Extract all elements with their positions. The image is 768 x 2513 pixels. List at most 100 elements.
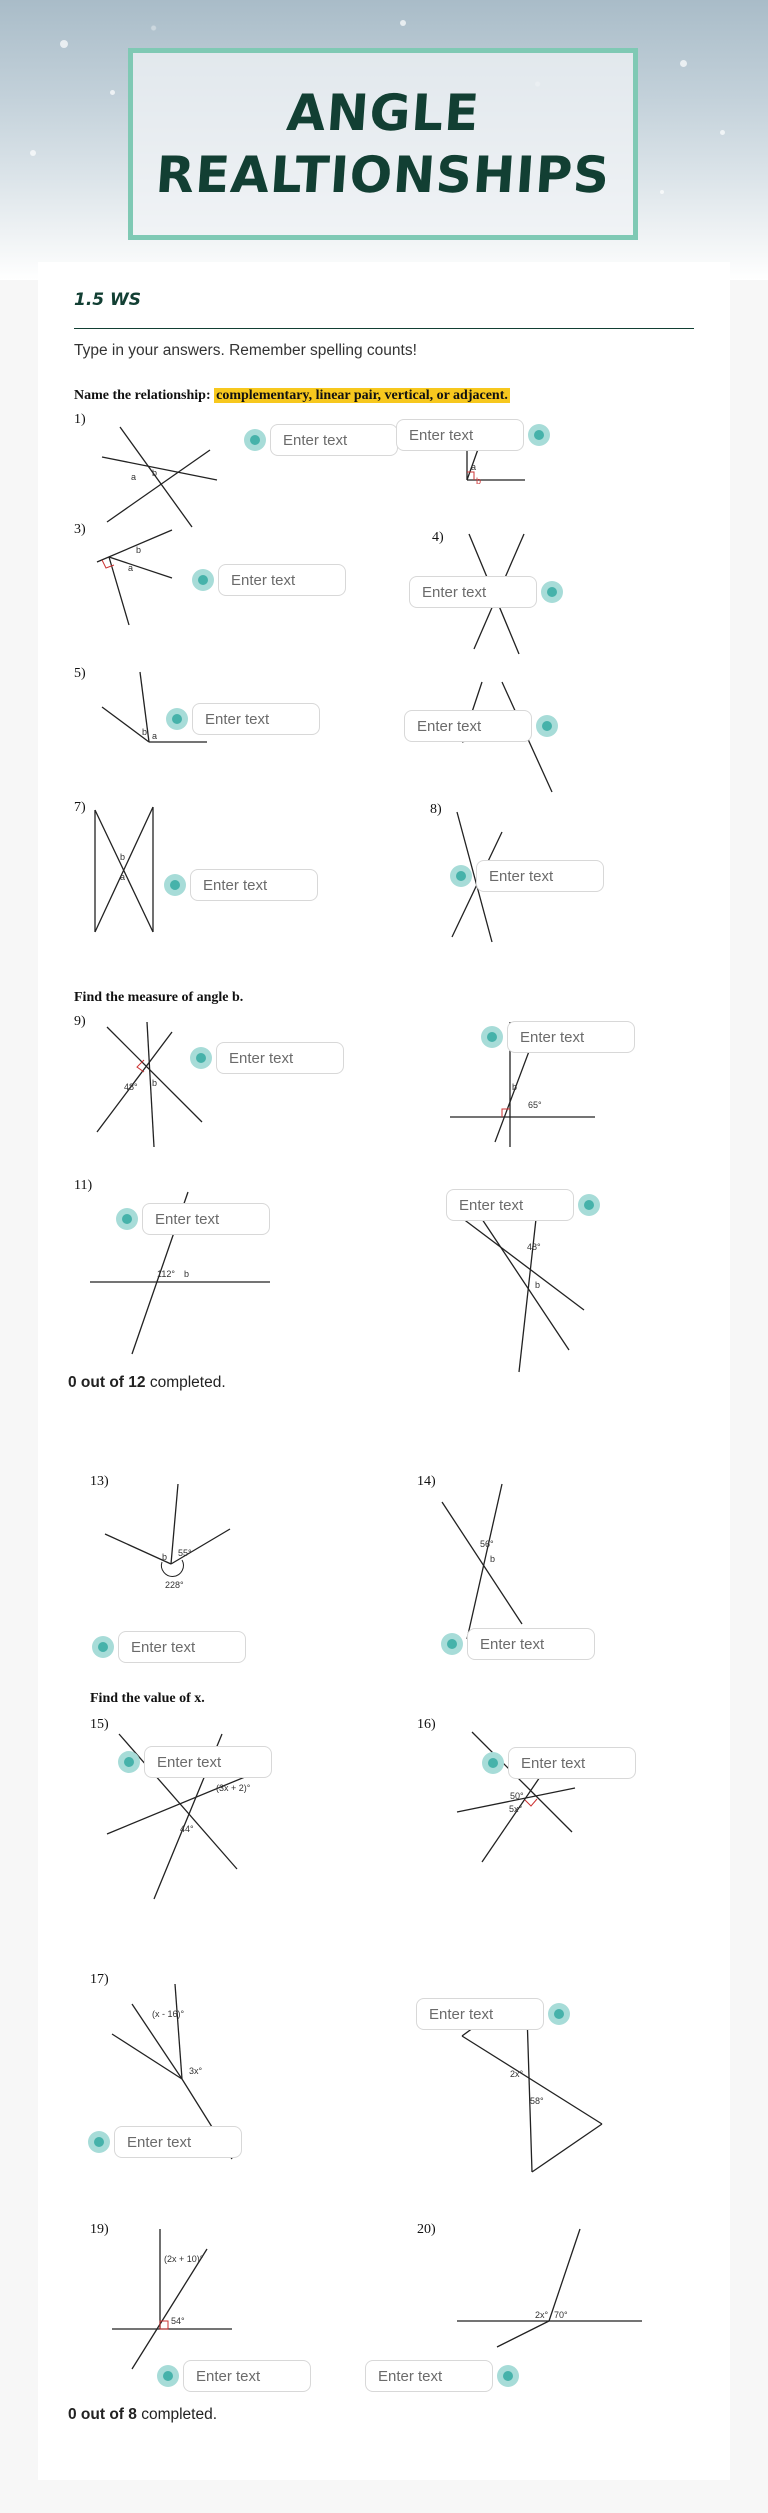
question-number: 5) <box>74 666 86 681</box>
angle-label: 112° <box>157 1269 175 1279</box>
answer-q4[interactable] <box>409 575 563 609</box>
answer-input-q13[interactable] <box>118 1631 246 1663</box>
angle-label: b <box>162 1552 168 1562</box>
drag-handle-icon[interactable] <box>244 429 266 451</box>
answer-q11[interactable] <box>116 1202 270 1236</box>
answer-input-q2[interactable] <box>396 419 524 451</box>
worksheet-card: 1.5 WS Type in your answers. Remember sp… <box>38 262 730 2480</box>
answer-q12[interactable] <box>446 1188 600 1222</box>
answer-input-q7[interactable] <box>190 869 318 901</box>
angle-label: 228° <box>165 1580 184 1590</box>
drag-handle-icon[interactable] <box>482 1752 504 1774</box>
angle-label: (2x + 10)° <box>164 2254 204 2264</box>
answer-input-q14[interactable] <box>467 1628 595 1660</box>
answer-input-q18[interactable] <box>416 1998 544 2030</box>
page-title-line-1: ANGLE <box>284 84 482 142</box>
drag-handle-icon[interactable] <box>192 569 214 591</box>
progress-text-part1: 0 out of 12 completed. <box>68 1374 226 1392</box>
answer-q15[interactable] <box>118 1745 272 1779</box>
answer-input-q12[interactable] <box>446 1189 574 1221</box>
answer-q18[interactable] <box>416 1997 570 2031</box>
snowflake-decoration <box>30 150 36 156</box>
angle-label: b <box>136 545 142 555</box>
drag-handle-icon[interactable] <box>164 874 186 896</box>
diagram-q6 <box>461 681 553 793</box>
answer-q16[interactable] <box>482 1746 636 1780</box>
question-number: 1) <box>74 412 86 427</box>
question-number: 13) <box>90 1474 109 1489</box>
angle-label: a <box>128 563 134 573</box>
answer-q1[interactable] <box>244 423 398 457</box>
answer-input-q11[interactable] <box>142 1203 270 1235</box>
answer-q3[interactable] <box>192 563 346 597</box>
answer-input-q16[interactable] <box>508 1747 636 1779</box>
drag-handle-icon[interactable] <box>548 2003 570 2025</box>
drag-handle-icon[interactable] <box>116 1208 138 1230</box>
angle-label: 2x° <box>510 2069 524 2079</box>
drag-handle-icon[interactable] <box>441 1633 463 1655</box>
answer-input-q5[interactable] <box>192 703 320 735</box>
angle-label: 2x° <box>535 2310 549 2320</box>
drag-handle-icon[interactable] <box>88 2131 110 2153</box>
drag-handle-icon[interactable] <box>118 1751 140 1773</box>
answer-q17[interactable] <box>88 2125 242 2159</box>
angle-label: 44° <box>180 1824 194 1834</box>
angle-label: 48° <box>527 1242 541 1252</box>
answer-input-q6[interactable] <box>404 710 532 742</box>
drag-handle-icon[interactable] <box>190 1047 212 1069</box>
find-x-heading: Find the value of x. <box>90 1691 205 1706</box>
answer-input-q9[interactable] <box>216 1042 344 1074</box>
answer-q6[interactable] <box>404 709 558 743</box>
answer-input-q3[interactable] <box>218 564 346 596</box>
angle-label: a <box>152 731 158 741</box>
snowflake-decoration <box>720 130 725 135</box>
answer-q14[interactable] <box>441 1627 595 1661</box>
drag-handle-icon[interactable] <box>578 1194 600 1216</box>
snowflake-decoration <box>680 60 687 67</box>
answer-input-q1[interactable] <box>270 424 398 456</box>
snowflake-decoration <box>60 40 68 48</box>
answer-q7[interactable] <box>164 868 318 902</box>
question-number: 3) <box>74 522 86 537</box>
question-number: 19) <box>90 2222 109 2237</box>
drag-handle-icon[interactable] <box>166 708 188 730</box>
answer-input-q10[interactable] <box>507 1021 635 1053</box>
question-number: 4) <box>432 530 444 545</box>
drag-handle-icon[interactable] <box>541 581 563 603</box>
answer-q13[interactable] <box>92 1630 246 1664</box>
drag-handle-icon[interactable] <box>528 424 550 446</box>
answer-input-q17[interactable] <box>114 2126 242 2158</box>
worksheet-image-2: 13) b 55° 228° 14) 56° b Find the value … <box>72 1474 702 2454</box>
diagram-q19 <box>112 2229 232 2370</box>
drag-handle-icon[interactable] <box>497 2365 519 2387</box>
answer-q5[interactable] <box>166 702 320 736</box>
drag-handle-icon[interactable] <box>157 2365 179 2387</box>
answer-q9[interactable] <box>190 1041 344 1075</box>
answer-input-q19[interactable] <box>183 2360 311 2392</box>
question-number: 11) <box>74 1178 93 1193</box>
angle-label: a <box>131 472 137 482</box>
drag-handle-icon[interactable] <box>536 715 558 737</box>
answer-q20[interactable] <box>365 2359 519 2393</box>
angle-label: 54° <box>171 2316 185 2326</box>
answer-q10[interactable] <box>481 1020 635 1054</box>
relationship-heading: Name the relationship: complementary, li… <box>74 388 510 404</box>
answer-q2[interactable] <box>396 418 550 452</box>
answer-q19[interactable] <box>157 2359 311 2393</box>
snowflake-decoration <box>660 190 664 194</box>
drag-handle-icon[interactable] <box>450 865 472 887</box>
question-number: 8) <box>430 802 442 817</box>
angle-label: 50° <box>510 1791 524 1801</box>
answer-q8[interactable] <box>450 859 604 893</box>
angle-label: 56° <box>480 1539 494 1549</box>
answer-input-q15[interactable] <box>144 1746 272 1778</box>
drag-handle-icon[interactable] <box>481 1026 503 1048</box>
header-banner: ANGLE REALTIONSHIPS <box>0 0 768 280</box>
answer-input-q4[interactable] <box>409 576 537 608</box>
angle-label: (3x + 2)° <box>216 1783 251 1793</box>
answer-input-q20[interactable] <box>365 2360 493 2392</box>
angle-label: b <box>535 1280 541 1290</box>
progress-text-part2: 0 out of 8 completed. <box>68 2406 217 2424</box>
answer-input-q8[interactable] <box>476 860 604 892</box>
drag-handle-icon[interactable] <box>92 1636 114 1658</box>
